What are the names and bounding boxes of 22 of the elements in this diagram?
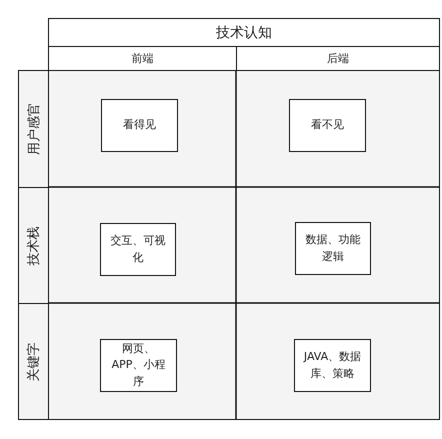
row-header-cell xyxy=(18,187,49,304)
cell-text: 用户感官 xyxy=(26,103,42,155)
cell-text: 前端 xyxy=(132,51,154,66)
text-box xyxy=(101,99,178,152)
header-cell xyxy=(48,18,440,47)
cell-text: 技术认知 xyxy=(216,24,272,42)
row-header-cell xyxy=(18,70,49,188)
cell-text: 看不见 xyxy=(311,117,344,134)
cell-text: 数据、功能逻辑 xyxy=(304,232,362,264)
cell-text: 关键字 xyxy=(26,342,42,381)
text-box xyxy=(100,223,176,276)
cell-text: 看得见 xyxy=(123,117,156,134)
row-header-cell xyxy=(18,303,49,420)
text-box xyxy=(100,339,177,392)
cell-text: 交互、可视化 xyxy=(110,233,166,266)
cell-text: 技术栈 xyxy=(26,226,42,265)
cell-text: JAVA、数据库、策略 xyxy=(302,349,362,382)
text-box xyxy=(295,222,371,275)
text-box xyxy=(294,339,371,392)
cell-text: 网页、APP、小程序 xyxy=(110,340,166,390)
cell-text: 后端 xyxy=(327,51,349,66)
text-box xyxy=(289,99,366,152)
